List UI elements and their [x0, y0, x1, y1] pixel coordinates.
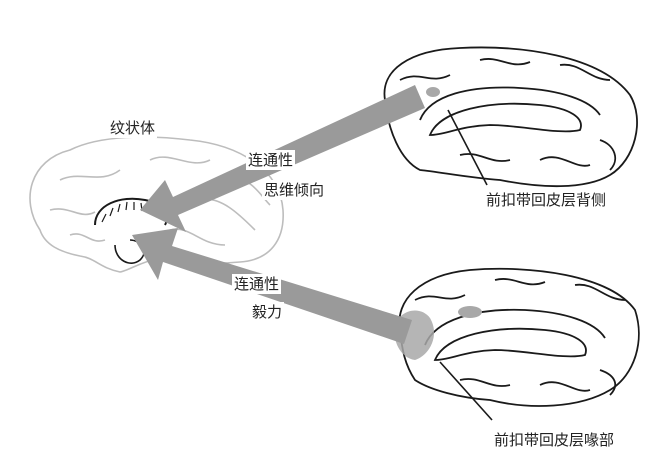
pointer-rostral-acc [439, 361, 493, 421]
label-dorsal-acc: 前扣带回皮层背侧 [484, 190, 609, 210]
top-right-brain [383, 46, 638, 188]
label-rostral-acc: 前扣带回皮层喙部 [492, 430, 617, 450]
pointer-dorsal-acc [447, 109, 488, 186]
label-grit: 毅力 [250, 302, 285, 322]
label-mindset: 思维倾向 [262, 180, 327, 200]
label-striatum: 纹状体 [108, 118, 158, 138]
bottom-right-brain [394, 267, 640, 407]
label-connectivity-top: 连通性 [246, 150, 296, 170]
label-connectivity-bottom: 连通性 [232, 274, 282, 294]
